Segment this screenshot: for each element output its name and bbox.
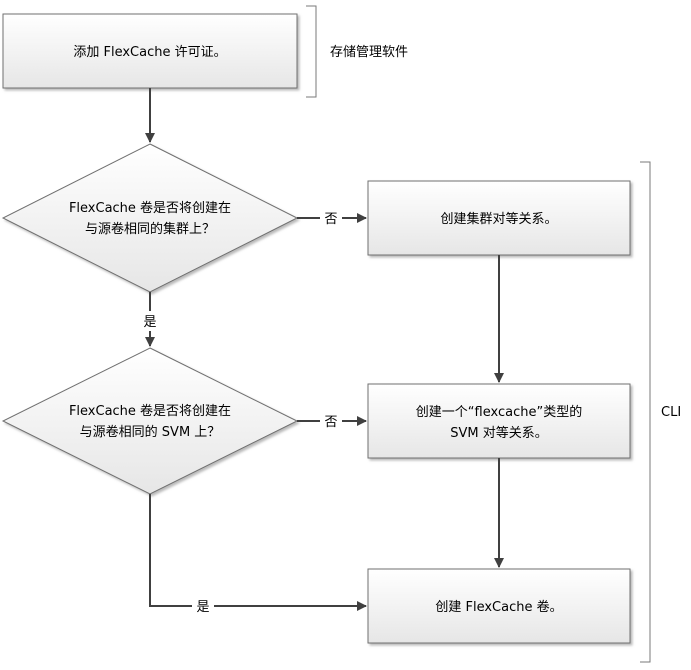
storage-label: 存储管理软件 [330, 45, 408, 60]
decision-same-svm-line2: 与源卷相同的 SVM 上？ [80, 424, 221, 440]
cli-bracket: CLI [640, 161, 681, 663]
decision-same-svm: FlexCache 卷是否将创建在 与源卷相同的 SVM 上？ [1, 347, 299, 495]
decision-same-cluster-line1: FlexCache 卷是否将创建在 [69, 200, 231, 216]
cli-label: CLI [661, 405, 681, 420]
action-create-cluster-peer-text: 创建集群对等关系。 [440, 211, 557, 227]
step-add-license-box: 添加 FlexCache 许可证。 [2, 13, 298, 89]
edge-decision2-no-label: 否 [324, 415, 337, 430]
edge-decision2-yes-label: 是 [196, 600, 209, 615]
edge-decision1-no-label: 否 [324, 212, 337, 227]
edge-decision1-yes-label: 是 [143, 315, 156, 330]
decision-same-cluster-line2: 与源卷相同的集群上？ [85, 221, 215, 237]
edge-decision2-yes [149, 494, 367, 611]
step-add-license-text: 添加 FlexCache 许可证。 [73, 45, 226, 60]
action-create-cluster-peer-box: 创建集群对等关系。 [367, 180, 631, 256]
action-create-flexcache-box: 创建 FlexCache 卷。 [367, 568, 631, 644]
action-create-svm-peer-line1: 创建一个“flexcache”类型的 [416, 404, 582, 420]
action-create-flexcache-text: 创建 FlexCache 卷。 [435, 599, 562, 615]
storage-bracket: 存储管理软件 [306, 5, 408, 98]
action-create-svm-peer-line2: SVM 对等关系。 [450, 425, 548, 441]
decision-same-cluster: FlexCache 卷是否将创建在 与源卷相同的集群上？ [1, 143, 299, 293]
action-create-svm-peer-box: 创建一个“flexcache”类型的 SVM 对等关系。 [367, 383, 631, 459]
decision-same-svm-line1: FlexCache 卷是否将创建在 [69, 403, 231, 419]
